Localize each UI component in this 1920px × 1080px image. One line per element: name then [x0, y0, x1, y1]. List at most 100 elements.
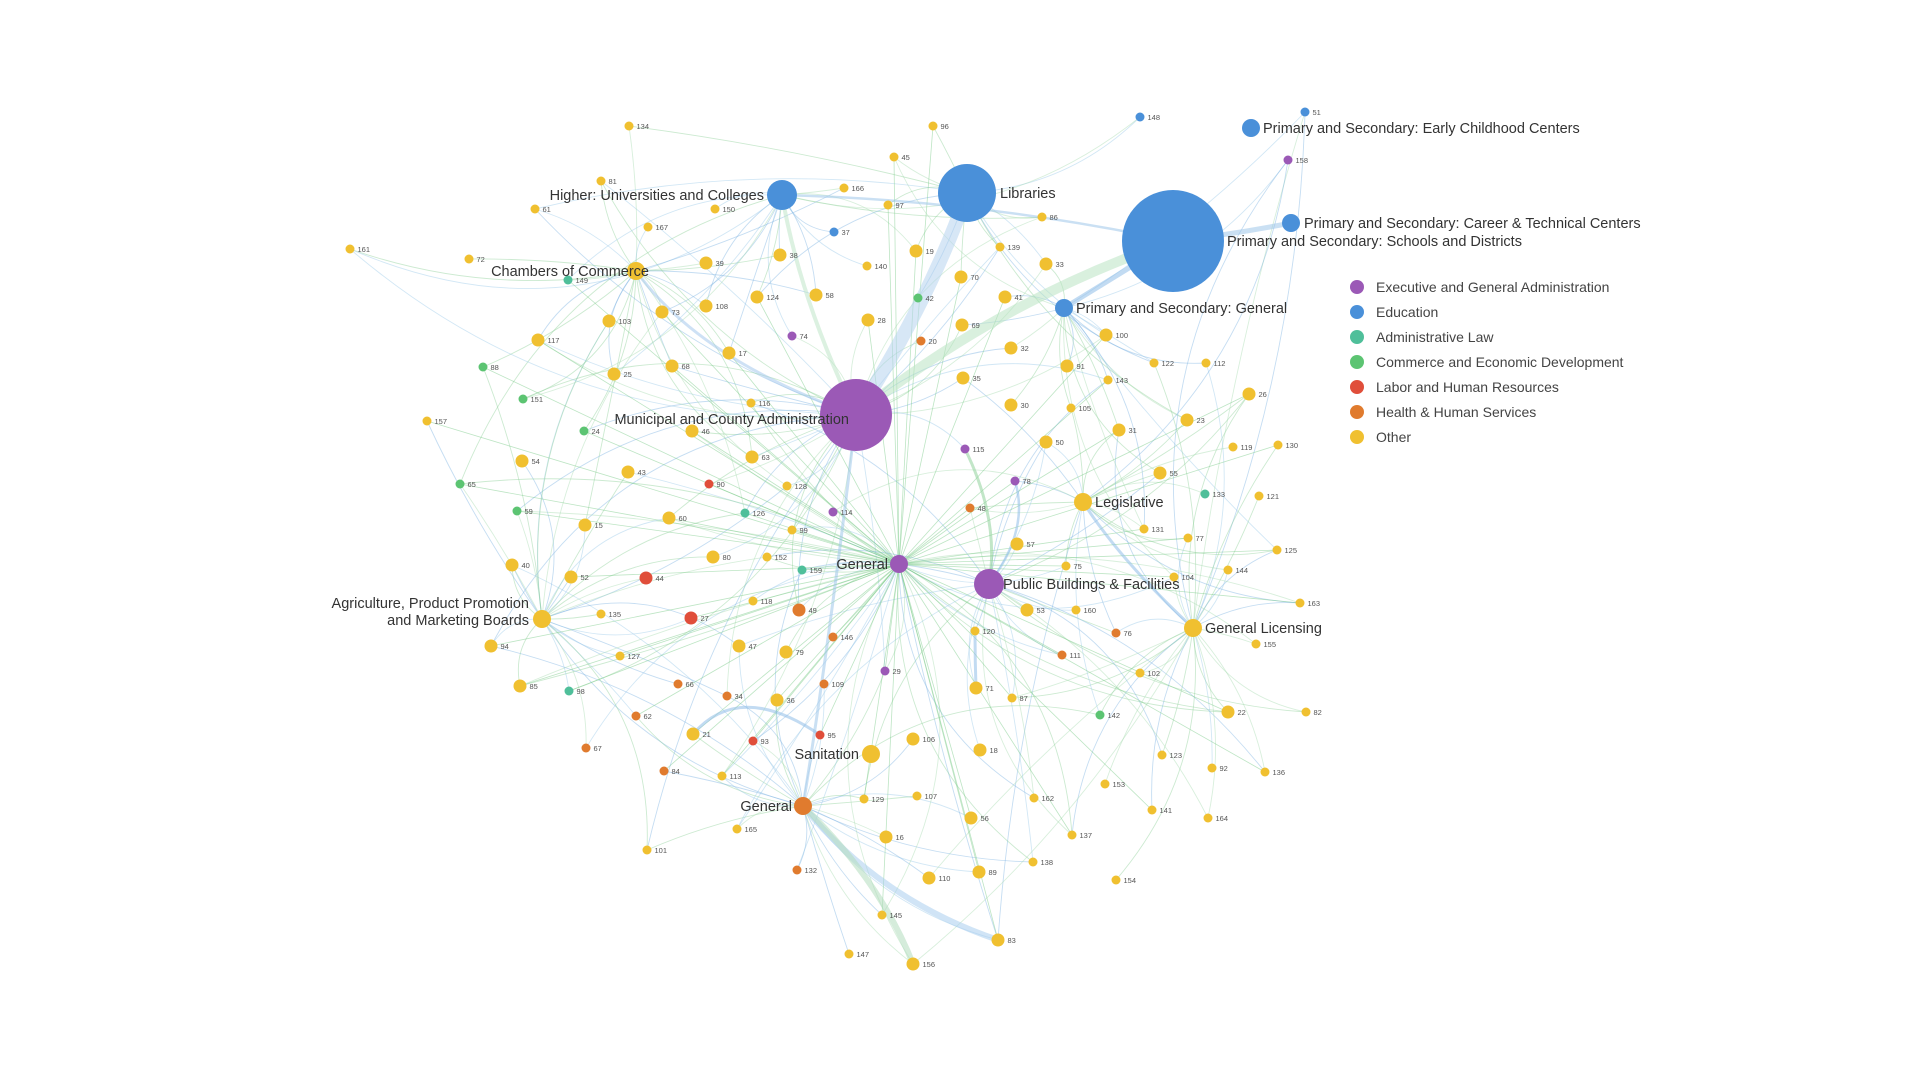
- node-133[interactable]: [1200, 489, 1210, 499]
- node-161[interactable]: [345, 244, 355, 254]
- node-56[interactable]: [964, 811, 978, 825]
- node-44[interactable]: [639, 571, 653, 585]
- node-59[interactable]: [512, 506, 522, 516]
- node-121[interactable]: [1254, 491, 1264, 501]
- node-154[interactable]: [1111, 875, 1121, 885]
- node-23[interactable]: [1180, 413, 1194, 427]
- node-160[interactable]: [1071, 605, 1081, 615]
- node-123[interactable]: [1157, 750, 1167, 760]
- node-104[interactable]: [1169, 572, 1179, 582]
- node-124[interactable]: [750, 290, 764, 304]
- node-76[interactable]: [1111, 628, 1121, 638]
- node-95[interactable]: [815, 730, 825, 740]
- node-80[interactable]: [706, 550, 720, 564]
- node-108[interactable]: [699, 299, 713, 313]
- node-118[interactable]: [748, 596, 758, 606]
- node-early[interactable]: [1242, 119, 1260, 137]
- node-163[interactable]: [1295, 598, 1305, 608]
- node-136[interactable]: [1260, 767, 1270, 777]
- node-general_b[interactable]: [794, 797, 812, 815]
- legend-item-exec[interactable]: Executive and General Administration: [1350, 274, 1623, 299]
- node-38[interactable]: [773, 248, 787, 262]
- node-sanit[interactable]: [862, 745, 880, 763]
- node-89[interactable]: [972, 865, 986, 879]
- node-51[interactable]: [1300, 107, 1310, 117]
- node-21[interactable]: [686, 727, 700, 741]
- node-legis[interactable]: [1074, 493, 1092, 511]
- node-137[interactable]: [1067, 830, 1077, 840]
- legend-item-adm[interactable]: Administrative Law: [1350, 324, 1623, 349]
- node-152[interactable]: [762, 552, 772, 562]
- node-33[interactable]: [1039, 257, 1053, 271]
- node-83[interactable]: [991, 933, 1005, 947]
- node-165[interactable]: [732, 824, 742, 834]
- node-140[interactable]: [862, 261, 872, 271]
- node-15[interactable]: [578, 518, 592, 532]
- node-54[interactable]: [515, 454, 529, 468]
- node-49[interactable]: [792, 603, 806, 617]
- node-47[interactable]: [732, 639, 746, 653]
- node-46[interactable]: [685, 424, 699, 438]
- node-159[interactable]: [797, 565, 807, 575]
- node-97[interactable]: [883, 200, 893, 210]
- node-34[interactable]: [722, 691, 732, 701]
- node-167[interactable]: [643, 222, 653, 232]
- node-111[interactable]: [1057, 650, 1067, 660]
- node-25[interactable]: [607, 367, 621, 381]
- node-43[interactable]: [621, 465, 635, 479]
- node-149[interactable]: [563, 275, 573, 285]
- node-67[interactable]: [581, 743, 591, 753]
- node-72[interactable]: [464, 254, 474, 264]
- node-86[interactable]: [1037, 212, 1047, 222]
- node-higher[interactable]: [767, 180, 797, 210]
- node-145[interactable]: [877, 910, 887, 920]
- node-pubbld[interactable]: [974, 569, 1004, 599]
- node-130[interactable]: [1273, 440, 1283, 450]
- legend-item-com[interactable]: Commerce and Economic Development: [1350, 349, 1623, 374]
- node-muni[interactable]: [820, 379, 892, 451]
- node-31[interactable]: [1112, 423, 1126, 437]
- node-110[interactable]: [922, 871, 936, 885]
- node-155[interactable]: [1251, 639, 1261, 649]
- node-119[interactable]: [1228, 442, 1238, 452]
- node-146[interactable]: [828, 632, 838, 642]
- node-96[interactable]: [928, 121, 938, 131]
- node-153[interactable]: [1100, 779, 1110, 789]
- node-85[interactable]: [513, 679, 527, 693]
- node-60[interactable]: [662, 511, 676, 525]
- node-122[interactable]: [1149, 358, 1159, 368]
- node-29[interactable]: [880, 666, 890, 676]
- node-128[interactable]: [782, 481, 792, 491]
- node-69[interactable]: [955, 318, 969, 332]
- legend-item-edu[interactable]: Education: [1350, 299, 1623, 324]
- node-105[interactable]: [1066, 403, 1076, 413]
- node-99[interactable]: [787, 525, 797, 535]
- node-127[interactable]: [615, 651, 625, 661]
- node-101[interactable]: [642, 845, 652, 855]
- node-28[interactable]: [861, 313, 875, 327]
- node-94[interactable]: [484, 639, 498, 653]
- node-libraries[interactable]: [938, 164, 996, 222]
- node-117[interactable]: [531, 333, 545, 347]
- node-139[interactable]: [995, 242, 1005, 252]
- node-40[interactable]: [505, 558, 519, 572]
- node-35[interactable]: [956, 371, 970, 385]
- node-30[interactable]: [1004, 398, 1018, 412]
- node-82[interactable]: [1301, 707, 1311, 717]
- node-17[interactable]: [722, 346, 736, 360]
- node-91[interactable]: [1060, 359, 1074, 373]
- node-88[interactable]: [478, 362, 488, 372]
- node-125[interactable]: [1272, 545, 1282, 555]
- node-32[interactable]: [1004, 341, 1018, 355]
- node-41[interactable]: [998, 290, 1012, 304]
- node-100[interactable]: [1099, 328, 1113, 342]
- node-26[interactable]: [1242, 387, 1256, 401]
- node-134[interactable]: [624, 121, 634, 131]
- node-66[interactable]: [673, 679, 683, 689]
- node-103[interactable]: [602, 314, 616, 328]
- node-81[interactable]: [596, 176, 606, 186]
- legend-item-lab[interactable]: Labor and Human Resources: [1350, 374, 1623, 399]
- node-147[interactable]: [844, 949, 854, 959]
- node-36[interactable]: [770, 693, 784, 707]
- node-71[interactable]: [969, 681, 983, 695]
